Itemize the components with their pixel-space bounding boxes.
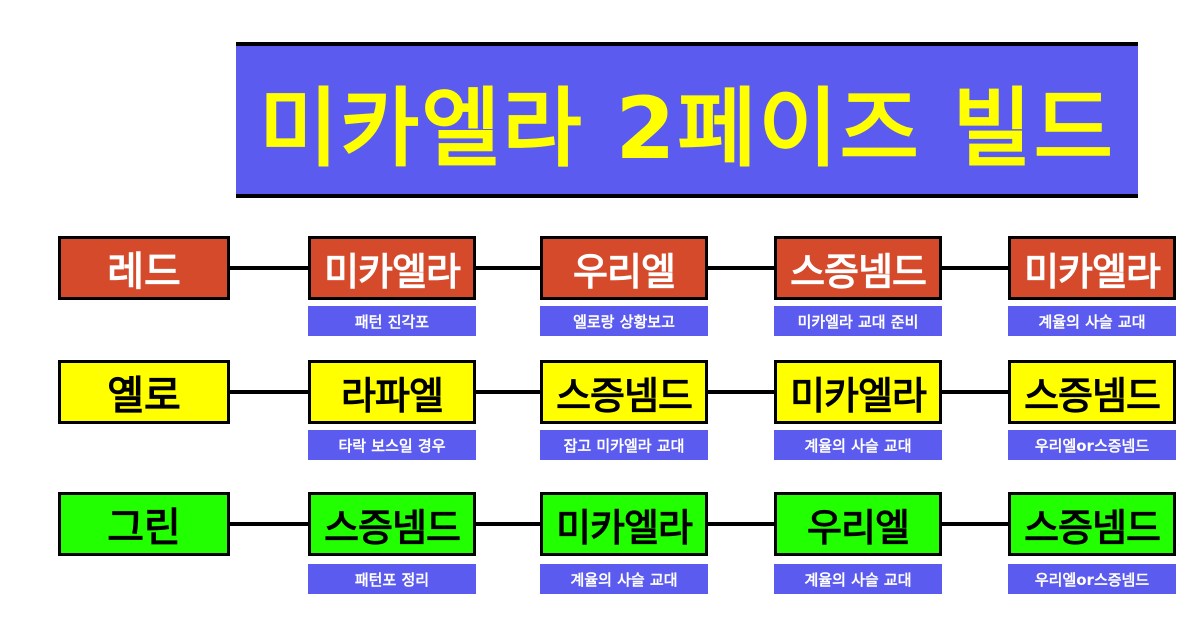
- connector: [940, 522, 1010, 526]
- step-box: 우리엘: [774, 492, 942, 556]
- step-note: 우리엘or스증넴드: [1008, 430, 1176, 460]
- step-box: 스증넴드: [1008, 492, 1176, 556]
- step-box: 스증넴드: [1008, 360, 1176, 424]
- connector: [940, 266, 1010, 270]
- row-label: 그린: [58, 492, 230, 556]
- step-box: 라파엘: [308, 360, 476, 424]
- connector: [708, 522, 776, 526]
- row-label: 옐로: [58, 360, 230, 424]
- step-note: 계율의 사슬 교대: [774, 564, 942, 594]
- step-note: 계율의 사슬 교대: [540, 564, 708, 594]
- row-label: 레드: [58, 236, 230, 300]
- step-note: 미카엘라 교대 준비: [774, 306, 942, 336]
- step-note: 타락 보스일 경우: [308, 430, 476, 460]
- row-red: 레드 미카엘라 패턴 진각포 우리엘 엘로랑 상황보고 스증넴드 미카엘라 교대…: [0, 236, 1198, 366]
- connector: [230, 266, 310, 270]
- connector: [940, 390, 1010, 394]
- step-note: 계율의 사슬 교대: [1008, 306, 1176, 336]
- step-box: 미카엘라: [540, 492, 708, 556]
- step-note: 엘로랑 상황보고: [540, 306, 708, 336]
- connector: [476, 522, 542, 526]
- step-note: 계율의 사슬 교대: [774, 430, 942, 460]
- step-box: 스증넴드: [540, 360, 708, 424]
- connector: [708, 390, 776, 394]
- connector: [230, 522, 310, 526]
- step-box: 미카엘라: [1008, 236, 1176, 300]
- step-box: 스증넴드: [774, 236, 942, 300]
- step-box: 우리엘: [540, 236, 708, 300]
- connector: [708, 266, 776, 270]
- step-box: 미카엘라: [774, 360, 942, 424]
- row-yellow: 옐로 라파엘 타락 보스일 경우 스증넴드 잡고 미카엘라 교대 미카엘라 계율…: [0, 360, 1198, 490]
- step-note: 패턴 진각포: [308, 306, 476, 336]
- step-box: 미카엘라: [308, 236, 476, 300]
- step-note: 우리엘or스증넴드: [1008, 564, 1176, 594]
- connector: [476, 390, 542, 394]
- row-green: 그린 스증넴드 패턴포 정리 미카엘라 계율의 사슬 교대 우리엘 계율의 사슬…: [0, 492, 1198, 622]
- title-banner: 미카엘라 2페이즈 빌드: [236, 42, 1138, 198]
- step-note: 패턴포 정리: [308, 564, 476, 594]
- step-box: 스증넴드: [308, 492, 476, 556]
- connector: [476, 266, 542, 270]
- step-note: 잡고 미카엘라 교대: [540, 430, 708, 460]
- page-title: 미카엘라 2페이즈 빌드: [259, 78, 1115, 179]
- connector: [230, 390, 310, 394]
